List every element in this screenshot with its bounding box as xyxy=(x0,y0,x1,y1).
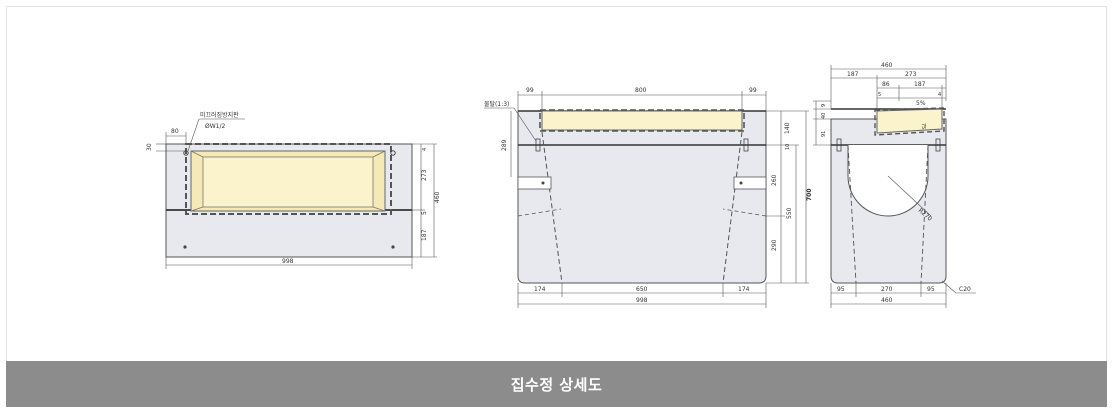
sump-body-section xyxy=(517,110,767,284)
dim-91: 91 xyxy=(821,131,827,137)
grate-section xyxy=(541,110,743,131)
dim-800: 800 xyxy=(635,87,647,94)
label-chamfer: C20 xyxy=(959,286,971,293)
label-anti-slip-sub: ØW1/2 xyxy=(205,123,225,130)
dim-10: 10 xyxy=(785,144,791,150)
drawing-frame: 미끄러짐방지판 ØW1/2 80 30 273 460 5 187 4 998 xyxy=(6,6,1107,407)
dim-75: 75 xyxy=(920,123,926,129)
grate-cross xyxy=(876,108,943,134)
dim-5-cross: 5 xyxy=(878,92,881,98)
dim-95-right: 95 xyxy=(927,286,935,293)
detail-drawing: 미끄러짐방지판 ØW1/2 80 30 273 460 5 187 4 998 xyxy=(146,62,976,308)
dim-290: 290 xyxy=(771,239,778,251)
caption-title: 집수정 상세도 xyxy=(510,375,603,394)
section-view-cross: R270 460 187 273 86 187 5 4 5% 75 9 40 9… xyxy=(813,62,976,308)
dim-174-left: 174 xyxy=(534,286,546,293)
dim-140: 140 xyxy=(784,122,791,134)
dim-4: 4 xyxy=(422,148,428,151)
dim-80: 80 xyxy=(171,128,179,135)
slope-5pct: 5% xyxy=(916,100,926,107)
dim-273-cross: 273 xyxy=(905,71,917,78)
dim-650: 650 xyxy=(636,286,648,293)
dim-550: 550 xyxy=(786,207,793,219)
dim-40: 40 xyxy=(821,113,827,119)
label-slope: 물탈(1:3) xyxy=(484,100,509,108)
dim-270: 270 xyxy=(881,286,893,293)
dim-99-right: 99 xyxy=(749,87,757,94)
caption-bar: 집수정 상세도 xyxy=(6,361,1107,407)
dim-460-bottom: 460 xyxy=(881,297,893,304)
dim-273: 273 xyxy=(421,169,428,181)
dim-700: 700 xyxy=(806,188,813,201)
dim-99-left: 99 xyxy=(526,87,534,94)
dim-174-right: 174 xyxy=(738,286,750,293)
dim-86: 86 xyxy=(882,81,890,88)
dim-4-cross: 4 xyxy=(938,92,941,98)
dim-5: 5 xyxy=(421,211,428,215)
dim-460: 460 xyxy=(434,191,441,203)
dim-998-section: 998 xyxy=(636,297,648,304)
dim-460-top: 460 xyxy=(881,62,893,69)
dim-260: 260 xyxy=(771,174,778,186)
dim-30: 30 xyxy=(146,143,153,151)
front-elevation-view: 미끄러짐방지판 ØW1/2 80 30 273 460 5 187 4 998 xyxy=(146,111,441,269)
dim-95-left: 95 xyxy=(837,286,845,293)
dim-289: 289 xyxy=(501,139,508,151)
dim-187: 187 xyxy=(421,229,428,241)
section-view-long: 99 800 99 물탈(1:3) 289 140 10 260 550 700… xyxy=(484,87,813,308)
dim-998: 998 xyxy=(282,258,294,265)
label-anti-slip: 미끄러짐방지판 xyxy=(200,111,239,119)
dim-187-cross: 187 xyxy=(847,71,859,78)
dim-9: 9 xyxy=(821,104,827,107)
dim-187b: 187 xyxy=(914,81,926,88)
